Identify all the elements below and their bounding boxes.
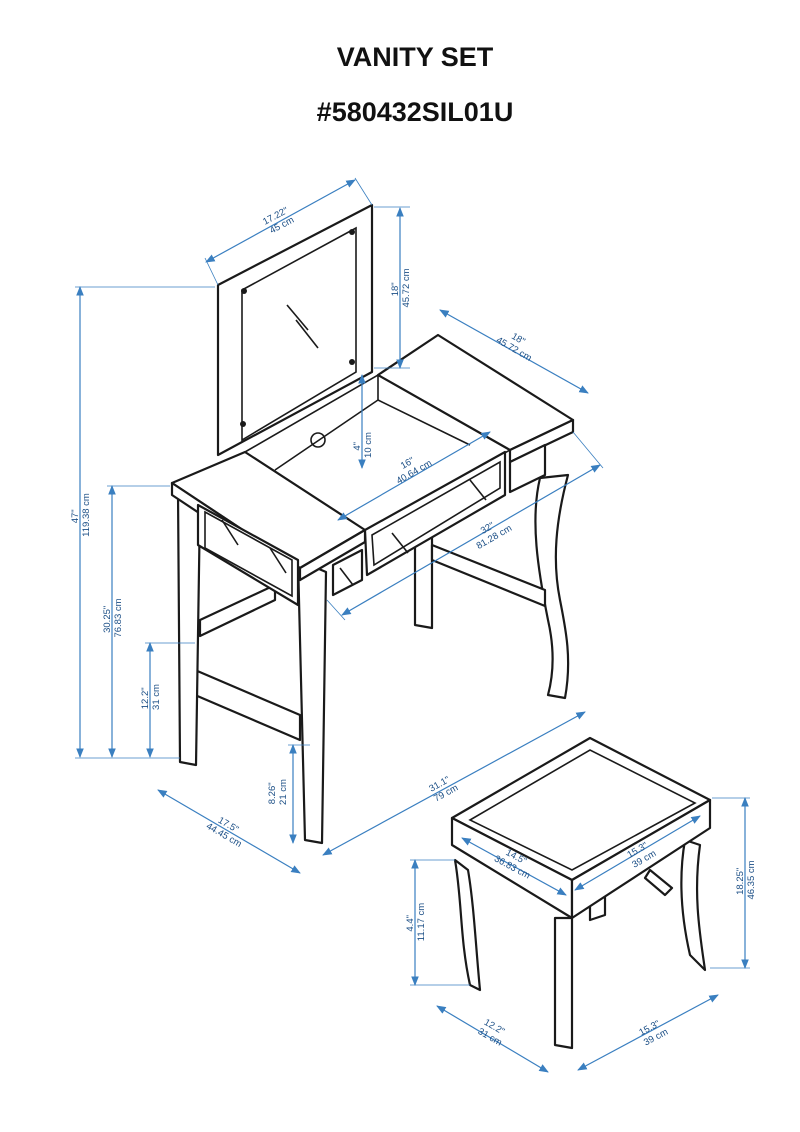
- stool: [450, 736, 712, 1050]
- svg-text:17.5" 44.45 cm: 17.5" 44.45 cm: [204, 811, 249, 850]
- total-height-cm: 119.38 cm: [81, 493, 92, 537]
- svg-text:17.22" 45 cm: 17.22" 45 cm: [261, 204, 298, 237]
- svg-text:18" 45.72 cm: 18" 45.72 cm: [494, 325, 539, 364]
- vanity-compartment: [243, 374, 512, 531]
- dimension-lines: [75, 177, 750, 1073]
- table-height-in: 30.25": [102, 606, 113, 633]
- side-stretcher: [198, 583, 277, 638]
- mirror-height-in: 18": [390, 282, 401, 296]
- front-apron: [196, 503, 300, 607]
- rear-stretcher: [430, 543, 547, 608]
- stool-front-left-leg: [453, 858, 482, 992]
- leg-height-in: 8.26": [267, 782, 278, 804]
- stool-leg-inset-in: 4.4": [405, 915, 416, 932]
- svg-text:30.25" 76.83 cm: 30.25" 76.83 cm: [102, 598, 124, 637]
- svg-text:16" 40.64 cm: 16" 40.64 cm: [389, 448, 434, 487]
- compartment-depth-cm: 10 cm: [363, 432, 374, 458]
- back-right-leg: [534, 473, 570, 700]
- stool-back-right-leg: [680, 838, 707, 972]
- svg-text:8.26" 21 cm: 8.26" 21 cm: [267, 779, 289, 805]
- front-stretcher: [193, 668, 302, 742]
- model-number: #580432SIL01U: [316, 97, 514, 127]
- compartment-depth-in: 4": [352, 442, 363, 451]
- svg-text:4" 10 cm: 4" 10 cm: [352, 432, 374, 458]
- stool-height-cm: 46.35 cm: [746, 860, 757, 899]
- svg-text:12.2" 31 cm: 12.2" 31 cm: [476, 1017, 509, 1049]
- mirror-clip-icon: [241, 288, 247, 294]
- vanity-table: [170, 203, 575, 845]
- svg-text:47" 119.38 cm: 47" 119.38 cm: [70, 493, 92, 537]
- dimension-labels: 17.22" 45 cm 18" 45.72 cm 18" 45.72 cm 4…: [70, 204, 757, 1049]
- grommet-icon: [310, 432, 326, 448]
- table-height-cm: 76.83 cm: [113, 598, 124, 637]
- total-height-in: 47": [70, 509, 81, 523]
- svg-text:18" 45.72 cm: 18" 45.72 cm: [390, 268, 412, 307]
- stretcher-height-in: 12.2": [140, 687, 151, 709]
- stool-height-in: 18.25": [735, 868, 746, 895]
- stool-leg-inset-cm: 11.17 cm: [416, 903, 427, 941]
- front-right-leg: [296, 558, 328, 845]
- leg-height-cm: 21 cm: [278, 779, 289, 805]
- svg-text:12.2" 31 cm: 12.2" 31 cm: [140, 684, 162, 710]
- svg-text:15.3" 39 cm: 15.3" 39 cm: [637, 1017, 670, 1049]
- svg-text:4.4" 11.17 cm: 4.4" 11.17 cm: [405, 903, 427, 941]
- front-left-leg: [176, 490, 202, 767]
- stretcher-height-cm: 31 cm: [151, 684, 162, 710]
- mirror-height-cm: 45.72 cm: [401, 268, 412, 307]
- stool-front-middle-leg: [553, 916, 574, 1050]
- svg-text:18.25" 46.35 cm: 18.25" 46.35 cm: [735, 860, 757, 899]
- svg-text:31.1" 79 cm: 31.1" 79 cm: [427, 773, 460, 805]
- page-title: VANITY SET: [336, 42, 494, 72]
